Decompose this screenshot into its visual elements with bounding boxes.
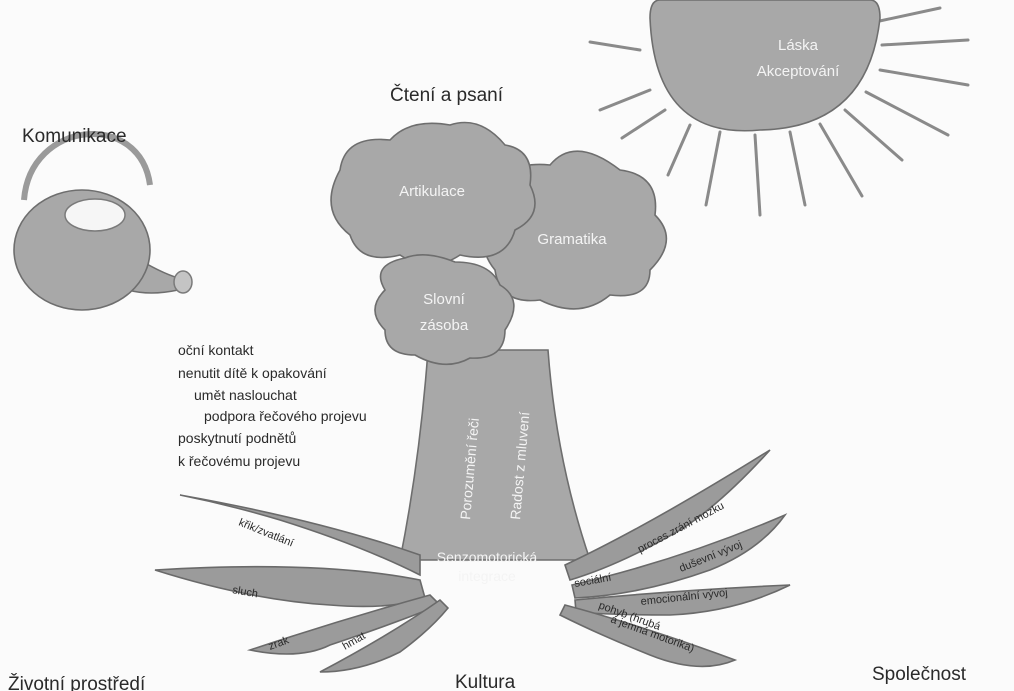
sun-label-1: Láska	[778, 37, 819, 54]
cloud-label-gramatika: Gramatika	[537, 231, 607, 248]
cloud-label-slovni-2: zásoba	[420, 317, 469, 334]
trunk-base-label-1: Senzomotorická	[437, 549, 538, 565]
trunk	[400, 350, 590, 560]
cloud-label-artikulace: Artikulace	[399, 183, 465, 200]
caption-zivotni-prostredi: Životní prostředí	[8, 673, 146, 691]
cloud-label-slovni-1: Slovní	[423, 291, 466, 308]
cloud-artikulace: Artikulace	[331, 123, 535, 266]
caption-kultura: Kultura	[455, 672, 516, 691]
caption-cteni-a-psani: Čtení a psaní	[390, 84, 504, 106]
sun-ray	[866, 92, 948, 135]
trunk-base-label-2: integrace	[458, 568, 516, 584]
sun-ray	[875, 8, 940, 22]
sun-ray	[790, 132, 805, 205]
root-krik	[180, 495, 420, 575]
sun-ray	[706, 132, 720, 205]
root-sluch	[155, 567, 425, 607]
watering-can-icon	[14, 134, 192, 310]
can-opening	[65, 199, 125, 231]
sun-ray	[600, 90, 650, 110]
note-line: nenutit dítě k opakování	[178, 365, 327, 381]
note-line: oční kontakt	[178, 342, 254, 358]
note-line: poskytnutí podnětů	[178, 430, 296, 446]
note-line: umět naslouchat	[194, 387, 297, 403]
sun-ray	[820, 124, 862, 196]
sun-ray	[882, 40, 968, 45]
note-line: k řečovému projevu	[178, 453, 300, 469]
caption-komunikace: Komunikace	[22, 126, 127, 147]
sun-ray	[755, 135, 760, 215]
caption-spolecnost: Společnost	[872, 664, 967, 685]
sun-ray	[590, 42, 640, 50]
sun-label-2: Akceptování	[757, 63, 840, 80]
cloud-slovni-zasoba: Slovní zásoba	[375, 255, 514, 365]
note-line: podpora řečového projevu	[204, 408, 367, 424]
sun-ray	[668, 125, 690, 175]
sun-ray	[880, 70, 968, 85]
sun-ray	[622, 110, 665, 138]
sun-ray	[845, 110, 902, 160]
can-rose	[174, 271, 192, 293]
